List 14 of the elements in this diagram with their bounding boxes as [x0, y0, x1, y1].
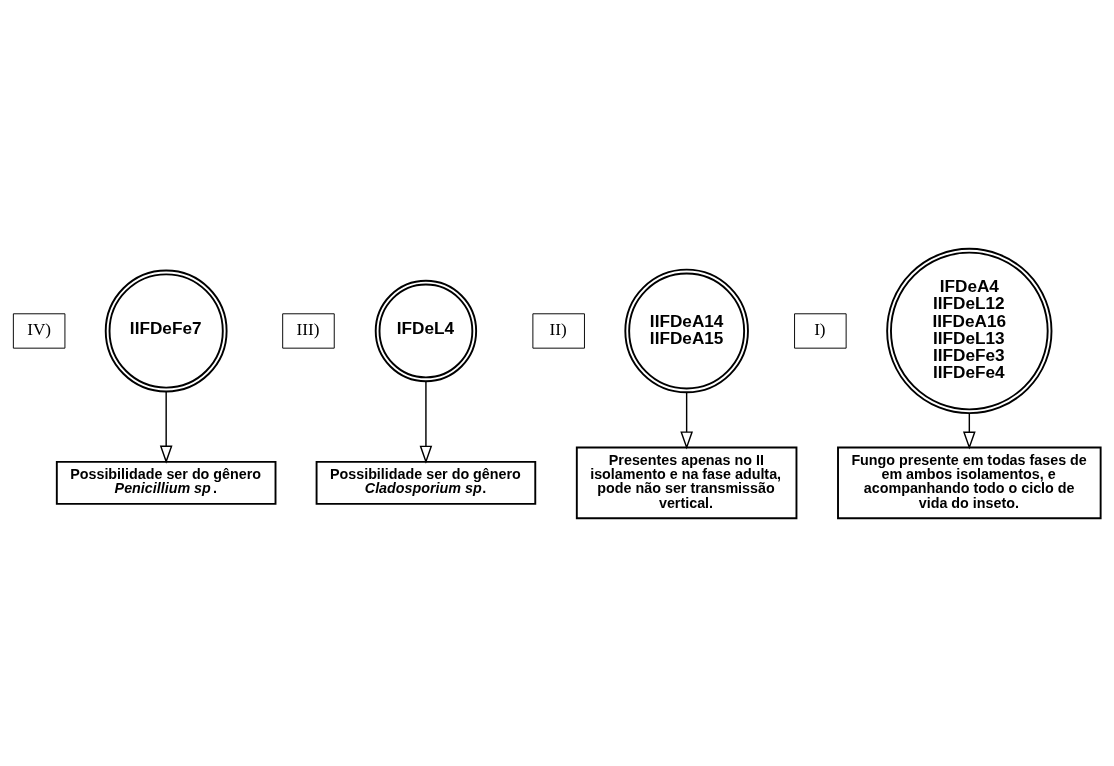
node-circle: IFDeA4 IIFDeL12 IIFDeA16 IIFDeL13 IIFDeFe3 IIFDeFe4 — [886, 247, 1053, 414]
node-box: IV) — [12, 312, 66, 349]
arrow — [159, 390, 173, 464]
node-box: Possibilidade ser do gênero Penicillium sp. — [55, 460, 277, 505]
arrow — [962, 412, 976, 450]
node-box: II) — [532, 312, 585, 349]
node-box: III) — [282, 312, 335, 349]
node-box: Fungo presente em todas fases de em ambos isolamentos, e acompanhando todo o ciclo de vida do inseto. — [837, 446, 1102, 519]
node-circle: IFDeL4 — [374, 279, 478, 382]
node-box: I) — [794, 312, 847, 349]
node-box: Possibilidade ser do gênero Cladosporium sp. — [315, 460, 537, 505]
arrow — [419, 380, 433, 464]
arrow — [680, 391, 693, 450]
node-box: Presentes apenas no II isolamento e na fase adulta, pode não ser transmissão vertical. — [575, 446, 798, 519]
